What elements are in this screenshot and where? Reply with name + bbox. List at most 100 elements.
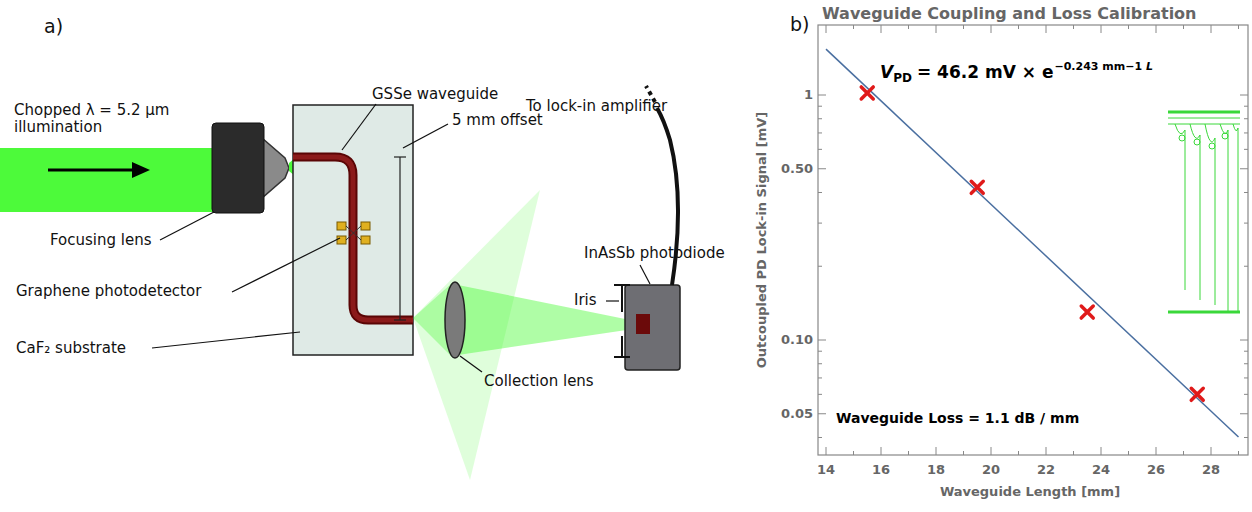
tick — [908, 25, 909, 29]
collection-lens — [445, 282, 465, 358]
formula-part: PD — [893, 71, 912, 85]
beam-arrowhead — [132, 162, 150, 178]
tick — [1240, 95, 1248, 96]
tick — [1018, 451, 1019, 455]
x-tick-label: 18 — [927, 463, 945, 478]
tick — [1128, 25, 1129, 29]
fit-line — [826, 49, 1239, 437]
graphene-photodetector — [337, 222, 370, 244]
gsse-waveguide — [293, 157, 413, 320]
iris — [614, 285, 630, 357]
tick — [818, 413, 826, 414]
tick — [1046, 447, 1047, 455]
tick — [991, 25, 992, 33]
tick — [991, 447, 992, 455]
formula-part: L — [1146, 60, 1153, 73]
tick — [908, 451, 909, 455]
tick — [1240, 168, 1248, 169]
x-tick-label: 14 — [817, 463, 835, 478]
objective-body — [212, 123, 264, 213]
beam-arrow — [48, 169, 135, 172]
tick — [818, 192, 822, 193]
laser-beam — [0, 148, 218, 212]
chart-title: Waveguide Coupling and Loss Calibration — [822, 5, 1197, 23]
tick — [1046, 25, 1047, 33]
tick — [1183, 25, 1184, 29]
x-tick-label: 20 — [982, 463, 1000, 478]
data-point — [1191, 388, 1203, 400]
tick — [818, 106, 822, 107]
plot-frame — [818, 25, 1248, 455]
formula-part: = 46.2 mV × e — [917, 62, 1054, 82]
x-tick-label: 22 — [1037, 463, 1055, 478]
tick — [1244, 192, 1248, 193]
y-tick-label: 0.50 — [781, 161, 813, 176]
label: a) — [44, 16, 63, 38]
tick — [936, 25, 937, 33]
x-tick-label: 16 — [872, 463, 890, 478]
tick — [1244, 106, 1248, 107]
tick — [826, 447, 827, 455]
data-point — [971, 181, 983, 193]
tick — [1244, 437, 1248, 438]
x-tick-label: 24 — [1092, 463, 1110, 478]
tick — [881, 25, 882, 33]
label: CaF₂ substrate — [16, 340, 126, 357]
y-tick-label: 1 — [804, 88, 813, 103]
photodiode-housing — [625, 285, 680, 370]
tick — [1244, 363, 1248, 364]
tick — [1244, 266, 1248, 267]
photodiode-chip — [636, 314, 650, 334]
tick — [1128, 451, 1129, 455]
tick — [1018, 25, 1019, 29]
beam-to-detector — [458, 285, 640, 355]
caf2-substrate — [293, 105, 413, 355]
label: Focusing lens — [50, 232, 152, 249]
tick — [818, 266, 822, 267]
tick — [818, 118, 822, 119]
data-point — [1081, 306, 1093, 318]
tick — [1244, 132, 1248, 133]
tick — [963, 451, 964, 455]
formula-part: V — [880, 62, 893, 82]
label: Outcoupled PD Lock-in Signal [mV] — [755, 112, 770, 369]
tick — [818, 223, 822, 224]
tick — [1240, 340, 1248, 341]
y-tick-label: 0.10 — [781, 333, 813, 348]
tick — [1244, 394, 1248, 395]
tick — [1073, 25, 1074, 29]
tick — [1156, 25, 1157, 33]
label: Graphene photodetector — [16, 283, 201, 300]
tick — [818, 95, 826, 96]
tick — [1238, 25, 1239, 29]
x-tick-label: 28 — [1202, 463, 1220, 478]
tick — [853, 451, 854, 455]
tick — [818, 437, 822, 438]
tick — [1101, 25, 1102, 33]
tick — [1211, 25, 1212, 33]
tick — [1240, 413, 1248, 414]
y-tick-label: 0.05 — [781, 406, 813, 421]
inset-layout — [1168, 112, 1240, 312]
tick — [1183, 451, 1184, 455]
tick — [1073, 451, 1074, 455]
label: To lock-in amplifier — [526, 98, 667, 115]
tick — [818, 149, 822, 150]
label: Chopped λ = 5.2 µm illumination — [14, 102, 189, 137]
formula-part: −0.243 mm — [1054, 60, 1125, 73]
tick — [936, 447, 937, 455]
label: Iris — [574, 292, 597, 309]
tick — [818, 340, 826, 341]
label: Waveguide Length [mm] — [940, 485, 1120, 500]
data-point — [861, 87, 873, 99]
tick — [818, 394, 822, 395]
tick — [1244, 377, 1248, 378]
tick — [1244, 118, 1248, 119]
label: b) — [790, 14, 809, 36]
offset-bracket — [394, 157, 406, 320]
tick — [853, 25, 854, 29]
formula-part: −1 — [1125, 60, 1142, 73]
tick — [1156, 447, 1157, 455]
tick — [963, 25, 964, 29]
label: InAsSb photodiode — [584, 245, 725, 262]
